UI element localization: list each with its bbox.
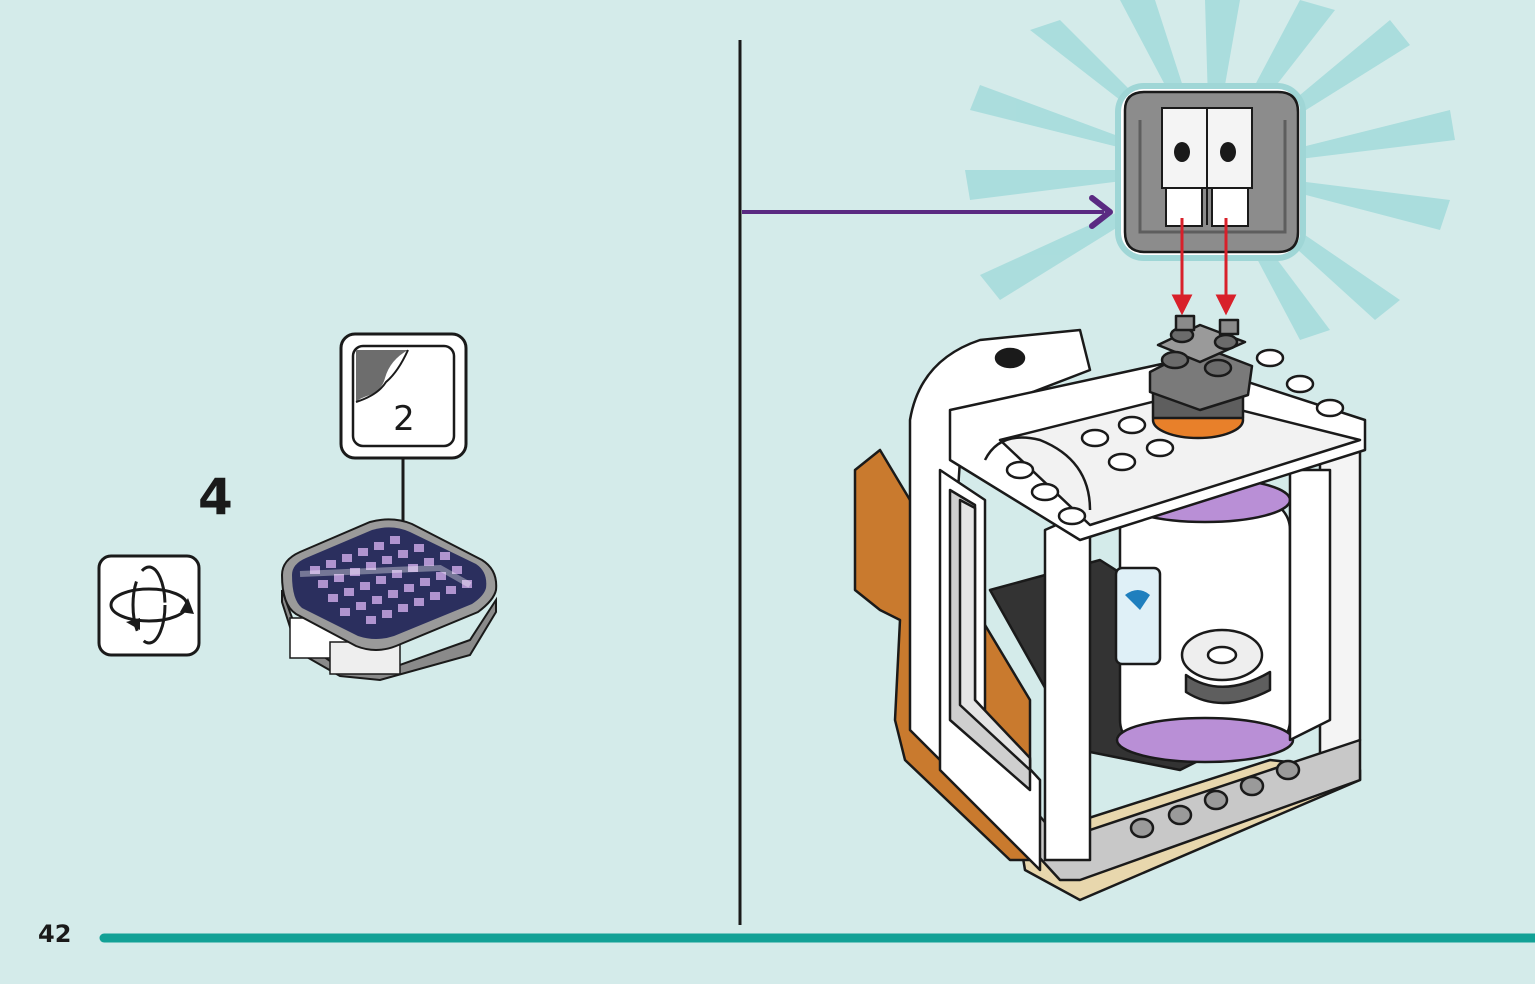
placement-arrow [742,195,1113,229]
page-number: 42 [38,920,72,948]
sticker-sheet-icon [355,349,409,403]
sticker-number: 2 [393,399,415,439]
sticker-callout [339,332,468,530]
connection-arrows [1171,218,1237,316]
step-number: 4 [198,468,233,526]
rotate-model-icon [97,554,201,657]
model-assembly [853,314,1367,902]
printed-tile-part [280,518,498,682]
bracket-part [1115,83,1306,261]
